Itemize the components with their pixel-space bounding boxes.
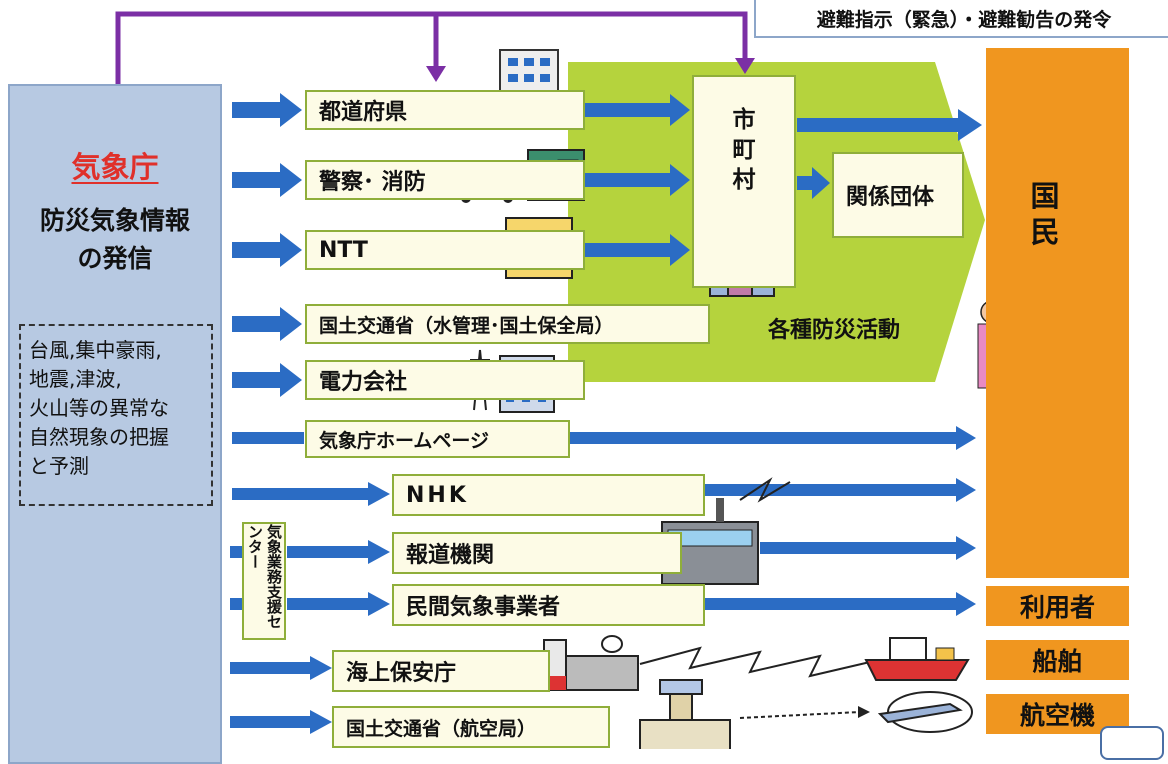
activity-label: 各種防災活動 [768,318,901,343]
phenomena-line: 地震,津波, [29,367,122,391]
org-press: 報道機関 [392,532,682,574]
support-center-box: 気象業務支援センター [242,522,286,640]
satellite-dish-icon [543,635,639,691]
org-prefecture: 都道府県 [305,90,585,130]
control-tower-icon [639,679,731,749]
municipality-box: 市 町 村 [692,75,796,288]
disaster-info-label: 防災気象情報 の発信 [10,202,220,278]
org-ntt: NTT [305,230,585,270]
phenomena-line: 火山等の異常な [29,396,169,420]
municipality-char: 市 [732,107,756,133]
org-mlit-water: 国土交通省（水管理･国土保全局） [305,304,710,344]
org-homepage: 気象庁ホームページ [305,420,570,458]
citizens-label: 国 民 [1025,178,1065,250]
org-nhk: NHK [392,474,705,516]
ships-box: 船舶 [986,640,1129,680]
org-mlit-air: 国土交通省（航空局） [332,706,610,748]
ship-icon [864,637,970,681]
phenomena-line: 自然現象の把握 [29,425,169,449]
org-power: 電力会社 [305,360,585,400]
phenomena-line: 台風,集中豪雨, [29,338,162,362]
municipality-label: 市 町 村 [694,105,794,195]
aircraft-box: 航空機 [986,694,1129,734]
phenomena-line: と予測 [29,454,89,478]
jma-title: 気象庁 [71,150,159,184]
org-police-fire: 警察･ 消防 [305,160,585,200]
users-box: 利用者 [986,586,1129,626]
citizens-char: 民 [1030,215,1060,249]
radio-wave [639,646,871,678]
airplane-icon [877,691,973,733]
info-line-1: 防災気象情報 [39,206,190,235]
left-arrows [232,93,302,397]
related-orgs-box: 関係団体 [832,152,964,238]
municipality-char: 町 [732,137,756,163]
evacuation-callout: 避難指示（緊急）・避難勧告の発令 [754,0,1168,38]
jma-source-panel: 気象庁 防災気象情報 の発信 台風,集中豪雨, 地震,津波, 火山等の異常な 自… [8,84,222,764]
org-coast-guard: 海上保安庁 [332,650,550,692]
logo-icon [1100,726,1164,760]
org-private-weather: 民間気象事業者 [392,584,705,626]
citizens-column [986,48,1129,578]
purple-command-line [115,11,748,84]
phenomena-box: 台風,集中豪雨, 地震,津波, 火山等の異常な 自然現象の把握 と予測 [19,324,213,506]
citizens-char: 国 [1030,179,1060,213]
info-line-2: の発信 [77,244,153,273]
municipality-char: 村 [732,167,756,193]
